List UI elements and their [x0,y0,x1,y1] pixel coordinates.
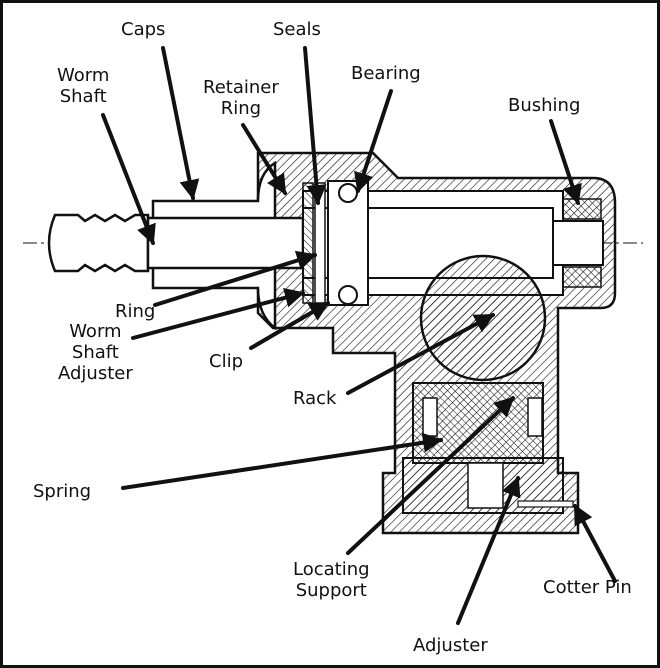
leader-rack [346,313,495,395]
adjuster-body [467,462,504,509]
cotter-pin-shape [517,500,574,508]
leader-bearing [354,89,393,193]
leader-locating-support [346,396,515,555]
label-clip: Clip [209,351,243,372]
label-rack: Rack [293,388,337,409]
label-bushing: Bushing [508,95,581,116]
label-worm-shaft-adjuster: Worm Shaft Adjuster [58,321,133,384]
sector-gear [419,254,547,382]
label-locating-support: Locating Support [293,559,370,601]
bearing-ball-bottom [338,285,358,305]
leader-caps [161,46,200,200]
label-ring: Ring [115,301,156,322]
rack-spring-right [527,397,543,437]
bushing [562,198,602,220]
leader-spring [121,432,443,490]
label-adjuster: Adjuster [413,635,488,656]
label-caps: Caps [121,19,166,40]
bushing-lower [562,266,602,288]
label-retainer-ring: Retainer Ring [203,77,279,119]
leader-worm-shaft-adjuster [131,287,305,340]
steering-gear-cross-section [23,46,643,625]
label-spring: Spring [33,481,92,502]
seal-ring-a [302,182,314,304]
leader-adjuster [456,476,521,625]
bearing-ball-top [338,183,358,203]
leader-clip [249,301,330,350]
label-seals: Seals [273,19,321,40]
leader-ring [153,250,317,307]
label-bearing: Bearing [351,63,421,84]
label-cotter-pin: Cotter Pin [543,577,632,598]
leader-retainer-ring [241,123,287,195]
leader-bushing [549,119,582,205]
label-worm-shaft: Worm Shaft [57,65,110,107]
worm-shaft [146,216,305,270]
worm-shaft-end [47,213,150,273]
leader-cotter-pin [573,504,617,583]
leader-worm-shaft [101,113,156,245]
rack-spring-left [422,397,438,437]
leader-seals [303,46,327,205]
worm-shaft-tip [552,220,604,266]
